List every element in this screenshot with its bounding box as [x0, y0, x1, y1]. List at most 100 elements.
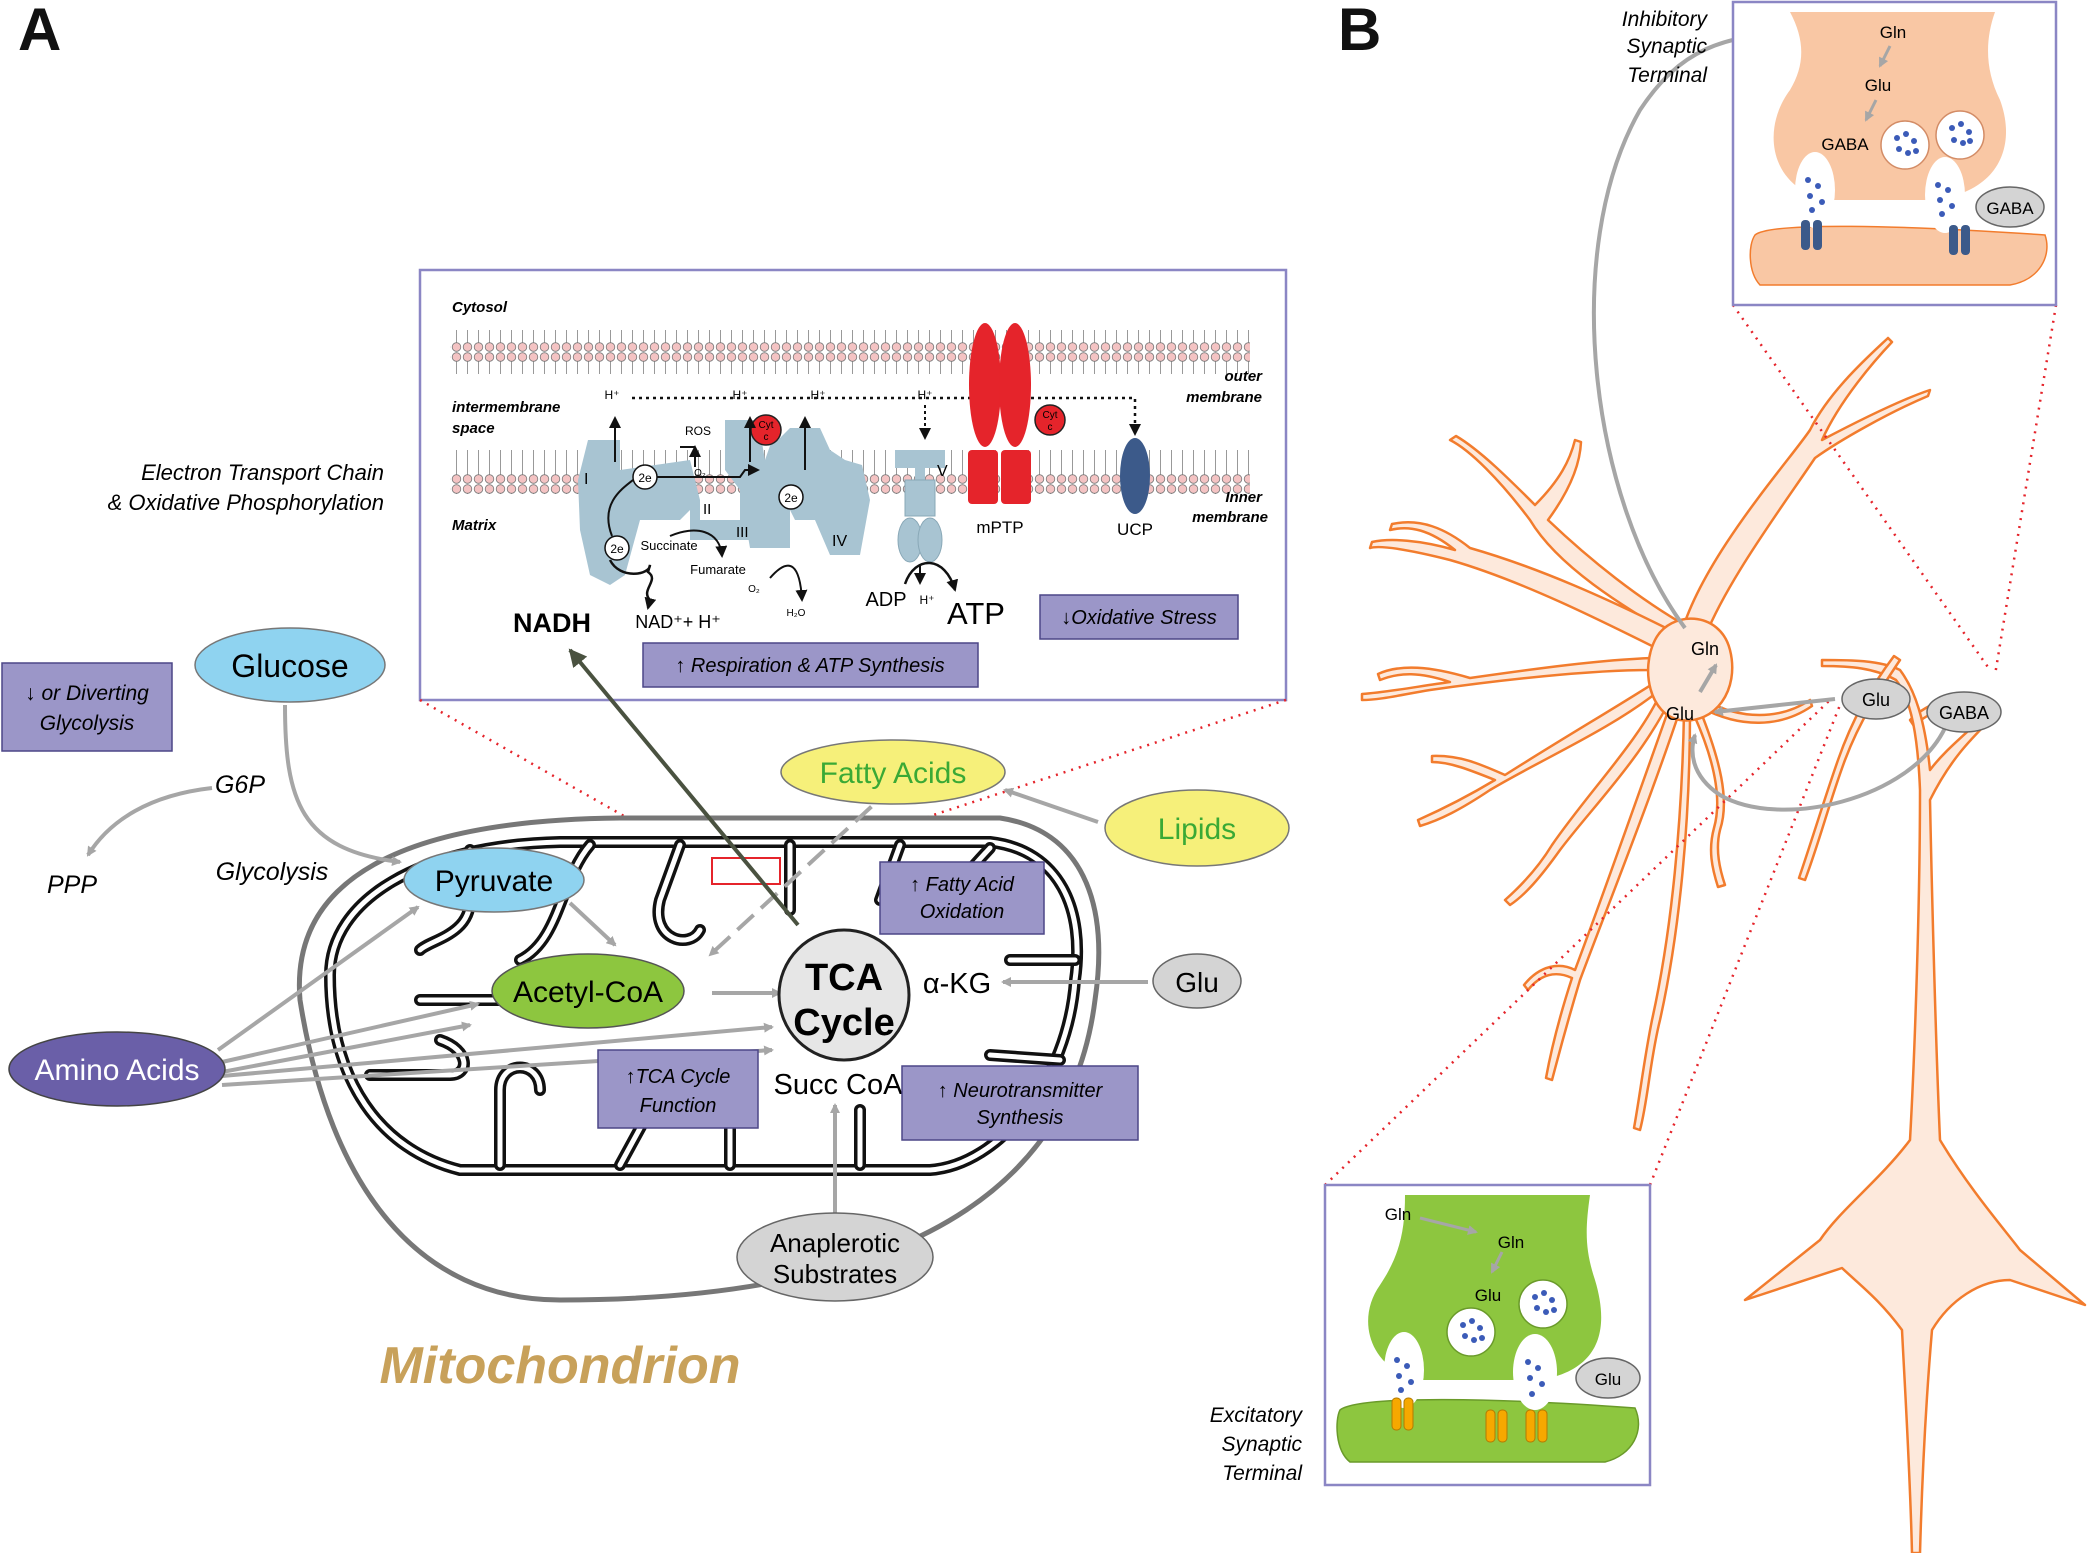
atp-arrow — [903, 561, 959, 592]
crista-lumen-2 — [517, 842, 593, 963]
nt-dot — [1894, 135, 1900, 141]
gaba-uptake-arrow — [1687, 727, 1947, 812]
fumarate-label: Fumarate — [690, 562, 746, 577]
nt-dot-11 — [1543, 1309, 1549, 1315]
nt-dot-21 — [1539, 1381, 1545, 1387]
gln-to-inhibitory-arrow — [1592, 27, 1802, 630]
neurotransmitter-box — [901, 1065, 1139, 1141]
nt-dot-12 — [1967, 138, 1973, 144]
crista-lumen-8 — [987, 1052, 1063, 1063]
glucose-label: Glucose — [231, 648, 348, 684]
intermembrane-label: intermembrane — [452, 399, 560, 416]
o2-arrow — [769, 564, 808, 602]
nt-dot-22 — [1939, 211, 1945, 217]
mptp-channel — [969, 323, 1001, 447]
respiration-box-label: ↑ Respiration & ATP Synthesis — [675, 655, 944, 677]
nt-dot-16 — [1819, 199, 1825, 205]
excit-cleft-glu-node — [1575, 1357, 1641, 1399]
neuron-dendrite-4 — [1360, 656, 1654, 702]
glu-label: Glu — [1175, 967, 1219, 998]
glycolysis-box — [1, 662, 173, 752]
pyramidal-dendrite — [1797, 654, 1902, 882]
tca-function-box — [597, 1049, 759, 1129]
succ-coa-label: Succ CoA — [774, 1069, 904, 1101]
nt-dot-4 — [1462, 1333, 1468, 1339]
inner-membrane-label: Inner — [1225, 489, 1263, 506]
ros-label: ROS — [685, 424, 711, 438]
arrow-pyruvate-acetyl — [568, 901, 617, 947]
nt-dot-3 — [1477, 1325, 1483, 1331]
neuron-dendrite-6 — [1503, 688, 1672, 907]
fao-box — [879, 861, 1045, 935]
amino-acids-node — [8, 1031, 226, 1107]
cytosol-label: Cytosol — [452, 299, 508, 316]
inhib-gln-glu-arrow — [1878, 45, 1892, 68]
inhib-gln-label: Gln — [1880, 23, 1906, 42]
nt-dot-22 — [1529, 1391, 1535, 1397]
glu-to-gln-arrow — [1698, 663, 1718, 694]
nt-dot-2 — [1903, 131, 1909, 137]
nt-dot-13 — [1805, 177, 1811, 183]
soma-glu-label: Glu — [1666, 704, 1694, 724]
neuron-dendrite-3 — [1368, 521, 1672, 652]
tca-function-box-label: ↑TCA Cycle — [626, 1066, 731, 1088]
anaplerotic-node — [736, 1212, 934, 1302]
nt-dot-7 — [1532, 1294, 1538, 1300]
h-plus-label-5: H⁺ — [920, 593, 935, 607]
nt-dot-5 — [1471, 1337, 1477, 1343]
nt-dot-19 — [1945, 187, 1951, 193]
mptp-channel-2 — [999, 323, 1031, 447]
inhib-glu-label: Glu — [1865, 76, 1891, 95]
crista-lumen-3 — [655, 842, 703, 943]
nt-dot-20 — [1527, 1375, 1533, 1381]
excit-zoom-line-2 — [1648, 704, 1842, 1186]
cyt-c-label-2: c — [764, 432, 769, 443]
arrow-amino-tca — [221, 1022, 774, 1078]
neuron-dendrite-2 — [1448, 434, 1692, 642]
pyruvate-node — [403, 847, 585, 913]
nt-dot-12 — [1551, 1307, 1557, 1313]
excit-glu-label: Glu — [1475, 1286, 1501, 1305]
nt-dot-17 — [1809, 207, 1815, 213]
electron-carrier-2 — [604, 535, 630, 561]
inhib-glu-gaba-arrow — [1864, 99, 1878, 122]
complex-ii — [690, 485, 752, 540]
succinate-arrow — [669, 529, 728, 558]
excit-cleft-glu-label: Glu — [1595, 1370, 1621, 1389]
tca-label-2: Cycle — [793, 1002, 894, 1044]
lipids-label: Lipids — [1158, 813, 1236, 846]
nt-dot-10 — [1534, 1305, 1540, 1311]
cyt-c-released — [1034, 404, 1066, 436]
neurotransmitter-box-label-2: Synthesis — [977, 1107, 1064, 1129]
mitochondrion-title: Mitochondrion — [379, 1337, 740, 1395]
tca-label: TCA — [805, 957, 883, 999]
nt-dot-18 — [1935, 182, 1941, 188]
excitatory-label-3: Terminal — [1222, 1462, 1303, 1485]
glycolysis-box-label: ↓ or Diverting — [25, 682, 149, 705]
excit-gln-uptake-arrow — [1419, 1216, 1478, 1235]
extracellular-gaba-label: GABA — [1939, 703, 1989, 723]
oxidative-stress-box — [1039, 594, 1239, 640]
nt-dot-7 — [1949, 125, 1955, 131]
inhib-gaba-label: GABA — [1821, 135, 1869, 154]
complex-v-label: V — [937, 463, 948, 480]
glutamate-receptor-2 — [1403, 1397, 1414, 1431]
glutamate-receptor — [1391, 1397, 1402, 1431]
oxidative-stress-box-label: ↓Oxidative Stress — [1061, 607, 1217, 629]
neuron-soma — [1646, 617, 1734, 722]
nt-dot-16 — [1408, 1379, 1414, 1385]
cyt-c-released-label: Cyt — [1043, 410, 1058, 421]
anaplerotic-label-2: Substrates — [773, 1259, 897, 1289]
o2-label: O₂ — [694, 468, 706, 479]
nt-dot-5 — [1905, 150, 1911, 156]
glucose-node — [194, 627, 386, 703]
outer-membrane-label-2: membrane — [1186, 389, 1262, 406]
fao-box-label-2: Oxidation — [920, 901, 1005, 923]
h-plus-label-4: H⁺ — [918, 388, 933, 402]
crista-lumen-9 — [367, 1037, 467, 1078]
complex-iv — [778, 428, 870, 555]
inhibitory-vesicle-dots — [1805, 121, 1973, 217]
excit-gln-glu-arrow — [1490, 1251, 1504, 1274]
electron-flow-2 — [607, 479, 634, 537]
excitatory-synapse-inset: Gln Gln Glu Glu — [1323, 1183, 1652, 1487]
